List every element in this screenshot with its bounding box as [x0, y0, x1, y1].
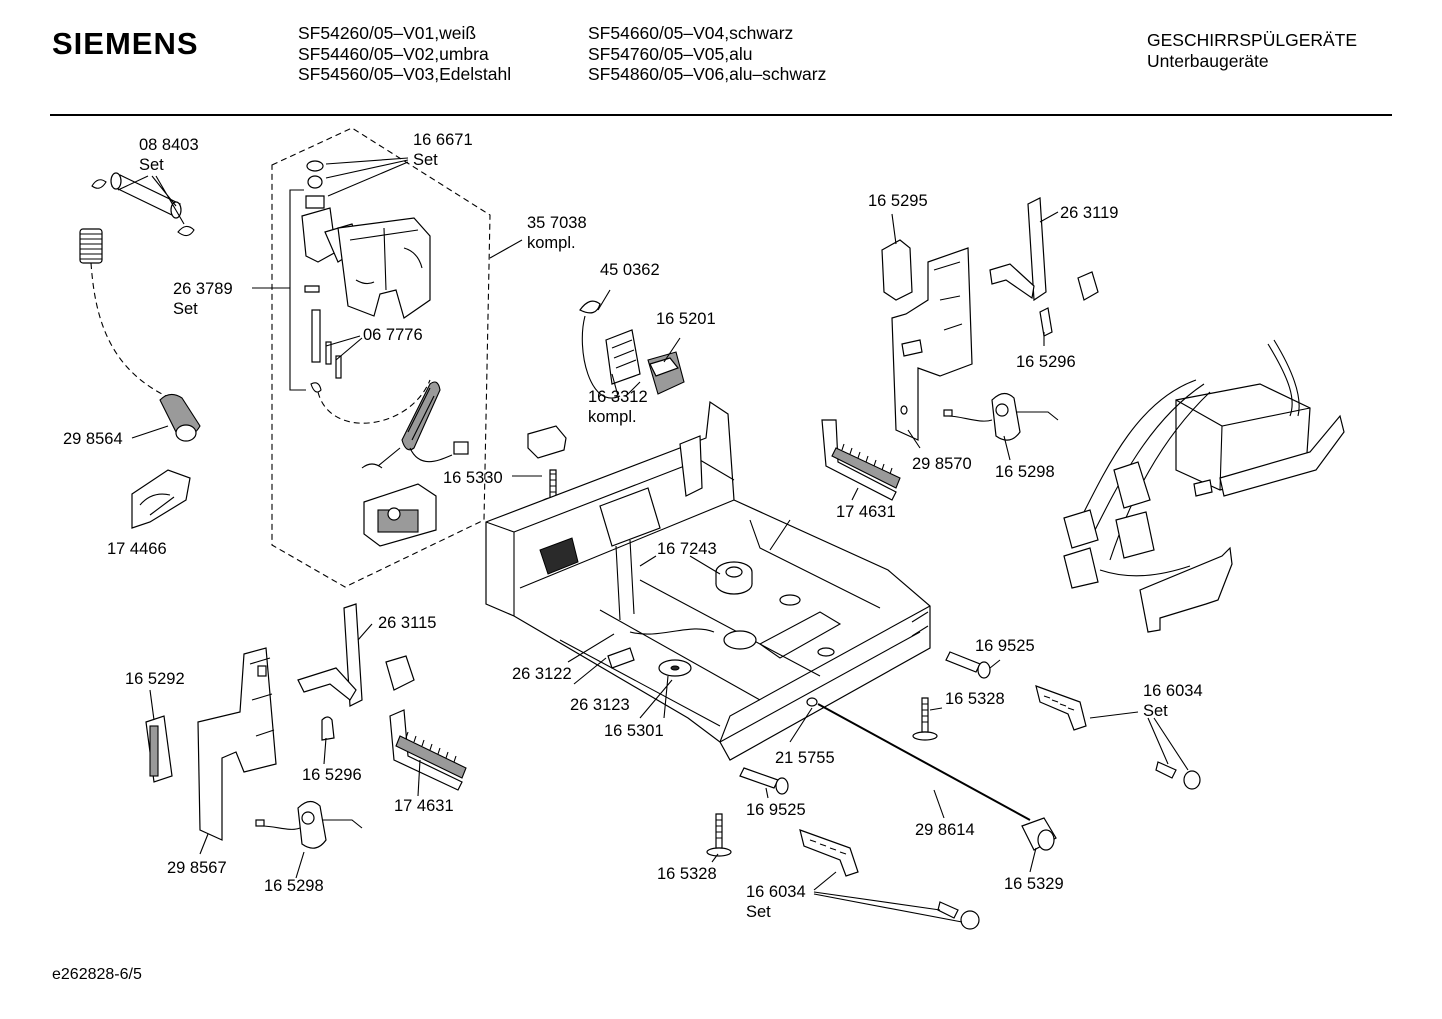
screw-part-165328a: [912, 697, 938, 741]
spring-hose-part: [79, 228, 171, 399]
bracket-part-263115: [297, 603, 415, 707]
base-tub-part: [485, 400, 931, 761]
screw-part-165328b: [706, 813, 732, 857]
part-label-215755: 21 5755: [775, 749, 835, 767]
part-label-165328b: 16 5328: [657, 865, 717, 883]
clip-part-174466: [131, 469, 191, 529]
part-label-263115: 26 3115: [378, 614, 436, 632]
part-label-174466: 17 4466: [107, 540, 167, 558]
model-line: SF54660/05–V04,schwarz: [588, 23, 794, 43]
screw-part-169525a: [945, 651, 991, 679]
part-label-167243: 16 7243: [657, 540, 717, 558]
cover-part-165292: [145, 715, 173, 783]
part-label-165301: 16 5301: [604, 722, 664, 740]
part-label-169525a: 16 9525: [975, 637, 1035, 655]
assembly-group-outline: [271, 127, 491, 588]
part-label-165201: 16 5201: [656, 310, 716, 328]
heating-element-174631a: [821, 419, 901, 501]
part-label-165292: 16 5292: [125, 670, 185, 688]
part-label-298564: 29 8564: [63, 430, 123, 448]
part-label-165328a: 16 5328: [945, 690, 1005, 708]
model-list-1: SF54260/05–V01,weiß SF54460/05–V02,umbra…: [298, 23, 511, 85]
header-divider: [50, 114, 1392, 116]
mounting-plate-298570: [891, 247, 973, 441]
brand-logo: SIEMENS: [52, 26, 199, 61]
mounting-plate-298567: [197, 647, 277, 841]
part-label-165298b: 16 5298: [264, 877, 324, 895]
inlet-hose-part: [317, 379, 469, 469]
part-label-067776: 06 7776: [363, 326, 423, 344]
leader-lines: [117, 157, 1189, 923]
valve-housing-part: [337, 217, 431, 319]
clip-part-165296b: [321, 716, 335, 741]
category-subtitle: Unterbaugeräte: [1147, 50, 1269, 71]
connector-box-part: [363, 483, 437, 547]
bracket-part-165295: [881, 239, 913, 301]
part-label-174631a: 17 4631: [836, 503, 896, 521]
part-label-165330: 16 5330: [443, 469, 503, 487]
comb-part-166034a: [1035, 685, 1087, 731]
part-label-165295: 16 5295: [868, 192, 928, 210]
category-block: GESCHIRRSPÜLGERÄTE Unterbaugeräte: [1147, 30, 1357, 71]
drain-hose-part: [159, 393, 201, 442]
part-label-169525b: 16 9525: [746, 801, 806, 819]
sensor-part-165298b: [255, 800, 363, 849]
model-line: SF54760/05–V05,alu: [588, 43, 753, 64]
screw-cap-parts-166034a: [1155, 761, 1201, 790]
part-label-165298a: 16 5298: [995, 463, 1055, 481]
rod-part-298614: [817, 703, 1031, 821]
bracket-part-263119: [989, 197, 1099, 337]
part-label-263119: 26 3119: [1060, 204, 1118, 222]
hose-pipe-part: [91, 172, 195, 237]
part-label-263122: 26 3122: [512, 665, 572, 683]
comb-part-166034b: [799, 829, 859, 877]
part-label-165296b: 16 5296: [302, 766, 362, 784]
part-label-298570: 29 8570: [912, 455, 972, 473]
cap-part-165329: [1021, 817, 1057, 851]
water-valve-part: [301, 160, 361, 393]
part-label-263123: 26 3123: [570, 696, 630, 714]
part-label-450362: 45 0362: [600, 261, 660, 279]
model-line: SF54260/05–V01,weiß: [298, 23, 477, 43]
cable-connector-part: [579, 300, 685, 399]
model-line: SF54460/05–V02,umbra: [298, 43, 489, 64]
document-id: e262828-6/5: [52, 966, 142, 983]
part-label-165329: 16 5329: [1004, 875, 1064, 893]
model-line: SF54860/05–V06,alu–schwarz: [588, 64, 827, 84]
screw-part-169525b: [739, 767, 789, 795]
screw-cap-parts-166034b: [937, 901, 980, 930]
model-list-2: SF54660/05–V04,schwarz SF54760/05–V05,al…: [588, 23, 826, 85]
sensor-part-165298a: [943, 392, 1059, 441]
part-label-298567: 29 8567: [167, 859, 227, 877]
category-title: GESCHIRRSPÜLGERÄTE: [1147, 30, 1358, 50]
model-line: SF54560/05–V03,Edelstahl: [298, 64, 512, 84]
part-label-298614: 29 8614: [915, 821, 975, 839]
wiring-harness-part: [1063, 339, 1345, 633]
heating-element-174631b: [389, 709, 467, 791]
part-label-165296a: 16 5296: [1016, 353, 1076, 371]
part-label-174631b: 17 4631: [394, 797, 454, 815]
